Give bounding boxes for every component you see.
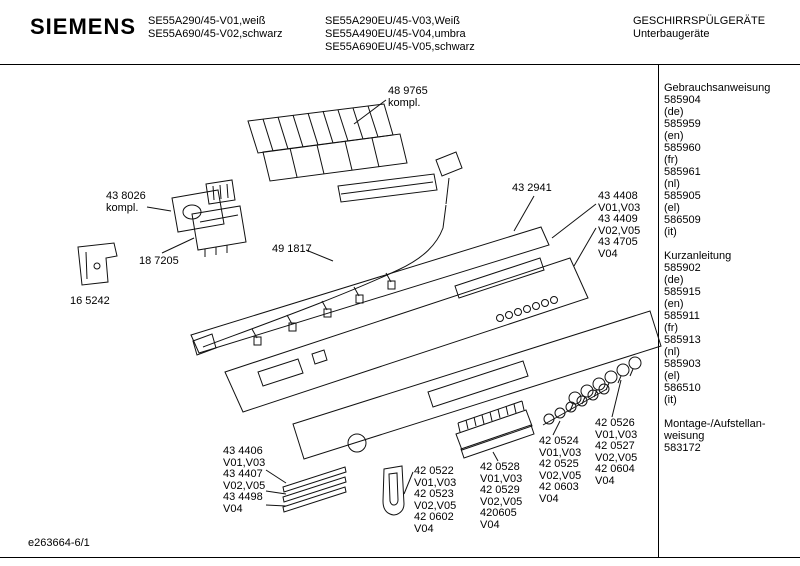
model-variant: SE55A690/45-V02,schwarz (148, 28, 283, 40)
document-number-entry: 585911 (664, 310, 700, 322)
language-code: (en) (664, 130, 684, 142)
language-code: (it) (664, 226, 677, 238)
part-drawing-48-9765 (247, 103, 438, 203)
language-code: (nl) (664, 346, 680, 358)
manual-section-title: Kurzanleitung (664, 250, 732, 262)
part-drawing-18-7205 (191, 205, 247, 257)
part-drawing-button-row-a (542, 383, 610, 426)
language-code: (el) (664, 370, 680, 382)
model-list-left: SE55A290/45-V01,weiß SE55A690/45-V02,sch… (148, 15, 283, 41)
manual-section-title: Gebrauchsanweisung (664, 82, 771, 94)
language-code: (de) (664, 274, 684, 286)
document-number-entry: 585905 (664, 190, 701, 202)
language-code: (fr) (664, 322, 679, 334)
language-code: (it) (664, 394, 677, 406)
language-code: (de) (664, 106, 684, 118)
model-variant: SE55A290/45-V01,weiß (148, 15, 266, 27)
model-variant: SE55A490EU/45-V04,umbra (325, 28, 466, 40)
document-number-entry: 583172 (664, 442, 701, 454)
document-number: e263664-6/1 (28, 537, 90, 549)
siemens-logo: SIEMENS (30, 14, 137, 39)
part-drawing-42-0528 (455, 400, 535, 459)
category-subtitle: Unterbaugeräte (633, 28, 710, 40)
language-code: (en) (664, 298, 684, 310)
category-title: GESCHIRRSPÜLGERÄTE (633, 15, 766, 27)
model-list-right: SE55A290EU/45-V03,Weiß SE55A490EU/45-V04… (325, 15, 475, 54)
part-drawing-16-5242 (77, 242, 118, 286)
document-number-entry: 586509 (664, 214, 701, 226)
document-number-entry: 585959 (664, 118, 701, 130)
document-number-entry: 586510 (664, 382, 701, 394)
appliance-category-block: GESCHIRRSPÜLGERÄTE Unterbaugeräte (633, 15, 765, 41)
part-drawing-43-2941 (224, 257, 589, 413)
document-number-entry: 585903 (664, 358, 701, 370)
part-drawing-49-1817 (192, 151, 463, 356)
sidebar-divider (658, 64, 659, 558)
part-drawing-42-0522 (382, 465, 405, 516)
language-code: (nl) (664, 178, 680, 190)
language-code: (fr) (664, 154, 679, 166)
language-code: (el) (664, 202, 680, 214)
document-number-entry: 585915 (664, 286, 701, 298)
document-number-entry: 585904 (664, 94, 701, 106)
part-drawing-button-row-b (568, 356, 642, 412)
mounting-strip-drawing (190, 226, 550, 354)
document-number-entry: 585902 (664, 262, 701, 274)
model-variant: SE55A690EU/45-V05,schwarz (325, 41, 475, 53)
footer-divider (0, 557, 800, 558)
manual-section-title: weisung (664, 430, 705, 442)
document-number-entry: 585961 (664, 166, 701, 178)
header-divider (0, 64, 800, 65)
manual-section-title: Montage-/Aufstellan- (664, 418, 766, 430)
document-number-entry: 585960 (664, 142, 701, 154)
leader-lines (146, 99, 622, 507)
part-drawing-43-8026 (171, 179, 236, 233)
model-variant: SE55A290EU/45-V03,Weiß (325, 15, 460, 27)
document-number-entry: 585913 (664, 334, 701, 346)
part-drawing-front-fascia (282, 310, 662, 513)
